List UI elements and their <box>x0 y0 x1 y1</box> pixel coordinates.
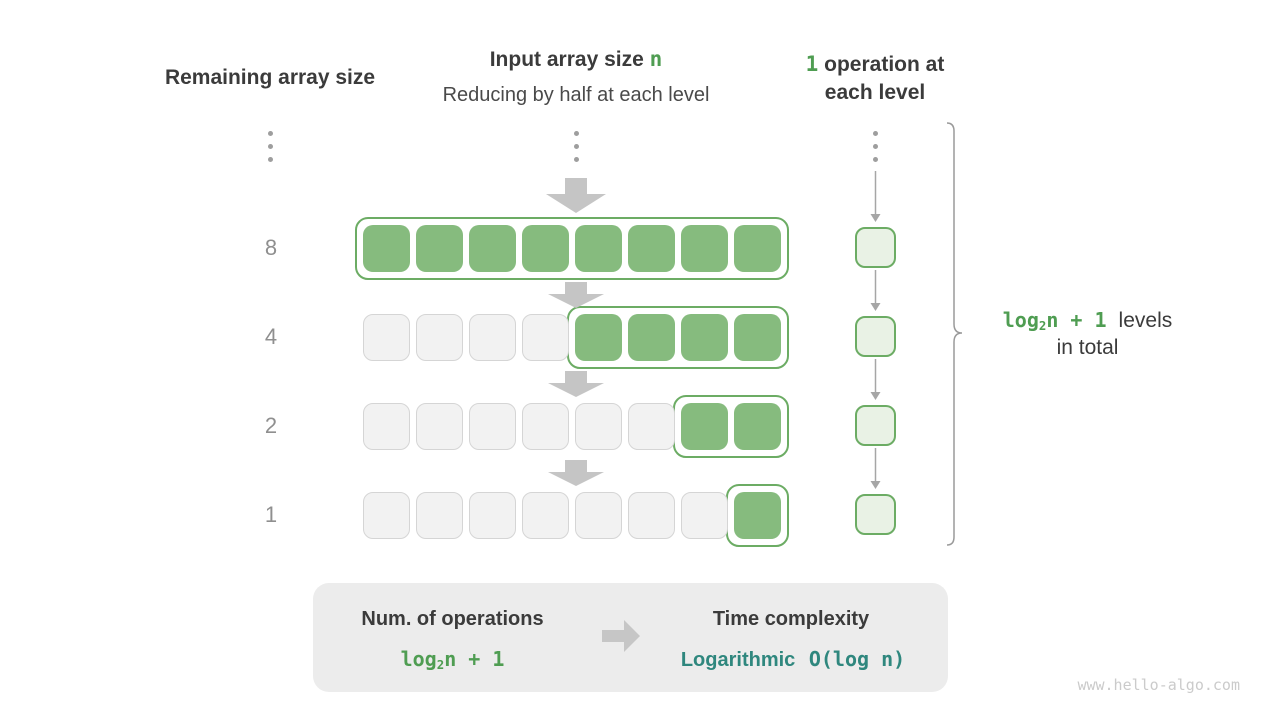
discarded-element-square <box>363 403 410 450</box>
in-total-text: in total <box>1056 336 1119 359</box>
header-remaining-array-size: Remaining array size <box>140 64 400 92</box>
discarded-element-square <box>681 492 728 539</box>
active-element-square <box>734 225 781 272</box>
active-element-square <box>628 314 675 361</box>
row-label: 1 <box>264 502 278 527</box>
active-element-square <box>681 403 728 450</box>
header-operations-per-level: 1 operation at each level <box>775 50 975 107</box>
discarded-element-square <box>416 492 463 539</box>
levels-total-label-line2: in total <box>965 336 1210 360</box>
row-label: 2 <box>264 413 278 438</box>
down-arrow-icon <box>548 371 604 397</box>
active-element-square <box>681 225 728 272</box>
discarded-element-square <box>522 403 569 450</box>
discarded-element-square <box>469 314 516 361</box>
header-right-1-highlight: 1 <box>805 52 819 76</box>
big-o-formula: O(log n) <box>808 647 906 671</box>
active-element-square <box>363 225 410 272</box>
discarded-element-square <box>469 492 516 539</box>
header-reducing-subtitle: Reducing by half at each level <box>416 84 736 107</box>
summary-box: Num. of operations log2n + 1 Time comple… <box>313 583 948 692</box>
discarded-element-square <box>363 492 410 539</box>
active-element-square <box>522 225 569 272</box>
discarded-element-square <box>416 314 463 361</box>
down-arrow-icon <box>548 282 604 308</box>
levels-total-label-line1: log2n + 1 levels <box>965 308 1210 333</box>
operation-box <box>855 316 896 357</box>
discarded-element-square <box>628 403 675 450</box>
active-element-square <box>575 225 622 272</box>
num-operations-formula: log2n + 1 <box>400 647 505 673</box>
log-formula: log2n + 1 <box>1002 308 1107 334</box>
operation-box <box>855 405 896 446</box>
vertical-ellipsis-icon <box>268 131 273 162</box>
active-element-square <box>734 403 781 450</box>
num-operations-title: Num. of operations <box>361 608 544 630</box>
active-element-square <box>734 492 781 539</box>
active-element-square <box>575 314 622 361</box>
header-input-array-size: Input array size n <box>416 45 736 74</box>
discarded-element-square <box>416 403 463 450</box>
time-complexity-value: Logarithmic O(log n) <box>648 647 938 672</box>
vertical-ellipsis-icon <box>873 131 878 162</box>
header-left-text: Remaining array size <box>164 66 376 89</box>
discarded-element-square <box>628 492 675 539</box>
header-subtitle-text: Reducing by half at each level <box>442 84 710 106</box>
header-center-n-highlight: n <box>649 47 663 71</box>
header-center-text: Input array size <box>489 48 650 71</box>
row-label: 8 <box>264 235 278 260</box>
discarded-element-square <box>575 492 622 539</box>
levels-text: levels <box>1118 309 1173 332</box>
operation-box <box>855 227 896 268</box>
discarded-element-square <box>469 403 516 450</box>
active-element-square <box>681 314 728 361</box>
header-right-text-line2: each level <box>824 81 926 104</box>
curly-brace <box>946 122 963 546</box>
discarded-element-square <box>575 403 622 450</box>
active-element-square <box>734 314 781 361</box>
time-complexity-title: Time complexity <box>712 608 870 630</box>
down-arrow-icon <box>546 178 606 213</box>
down-arrow-icon <box>548 460 604 486</box>
watermark: www.hello-algo.com <box>1077 676 1240 694</box>
logarithmic-text: Logarithmic <box>680 649 796 671</box>
discarded-element-square <box>522 314 569 361</box>
active-element-square <box>469 225 516 272</box>
vertical-ellipsis-icon <box>574 131 579 162</box>
right-arrow-icon <box>602 620 640 652</box>
discarded-element-square <box>363 314 410 361</box>
active-element-square <box>416 225 463 272</box>
discarded-element-square <box>522 492 569 539</box>
operation-box <box>855 494 896 535</box>
active-element-square <box>628 225 675 272</box>
header-right-text: operation at <box>818 53 945 76</box>
row-label: 4 <box>264 324 278 349</box>
